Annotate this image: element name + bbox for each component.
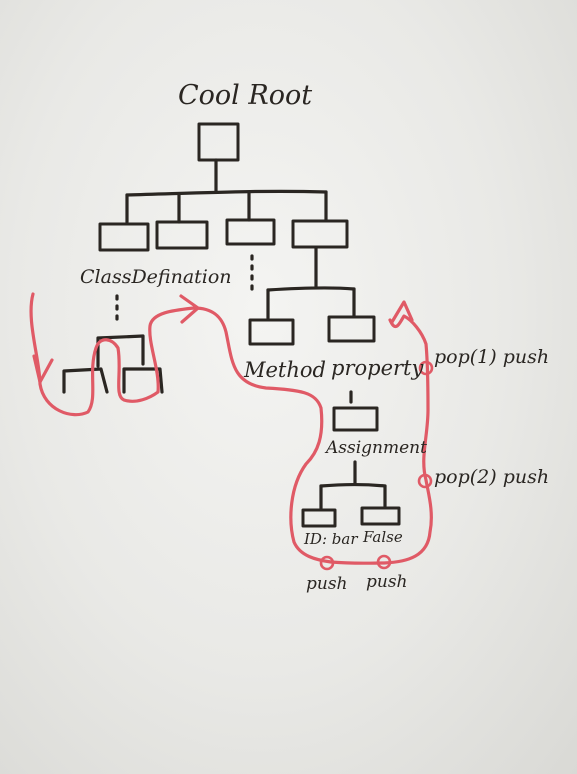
pop2-label: pop(2) push — [434, 466, 550, 488]
method-node — [248, 318, 295, 346]
push-right-label: push — [366, 572, 408, 592]
level1-node-2 — [155, 220, 209, 250]
id-node — [301, 508, 337, 528]
level1-node-4 — [291, 219, 349, 249]
method-label: Method — [244, 358, 326, 382]
traversal-arrowhead-up — [390, 300, 414, 324]
traversal-arrowhead-right — [179, 294, 200, 324]
class-child-left — [62, 367, 109, 394]
level2-edges — [266, 287, 356, 320]
level1-bar — [125, 189, 328, 197]
false-node — [360, 506, 401, 526]
push-left-marker — [319, 555, 335, 571]
level1-node-3 — [225, 218, 276, 246]
push-right-marker — [376, 554, 392, 570]
level1-edges — [125, 190, 328, 224]
class-child-right — [122, 367, 164, 394]
traversal-arrowhead-down — [32, 354, 54, 384]
class-subtree-bar — [96, 334, 145, 368]
id-label: ID: bar — [304, 530, 358, 548]
class-def-label: ClassDefination — [80, 266, 232, 288]
pop2-marker — [417, 473, 433, 489]
assignment-node — [332, 406, 379, 432]
property-node — [327, 315, 376, 343]
pop1-marker — [418, 360, 434, 376]
assignment-label: Assignment — [326, 438, 427, 458]
root-label: Cool Root — [178, 80, 313, 111]
pop1-label: pop(1) push — [434, 346, 550, 368]
level2-bar — [266, 286, 356, 292]
property-label: property — [331, 356, 424, 380]
level4-edges — [319, 484, 387, 510]
level4-bar — [319, 482, 387, 488]
classdef-node — [98, 222, 150, 252]
traversal-path — [29, 292, 433, 565]
false-label: False — [363, 528, 403, 546]
push-left-label: push — [306, 574, 348, 594]
root-node — [197, 122, 240, 162]
